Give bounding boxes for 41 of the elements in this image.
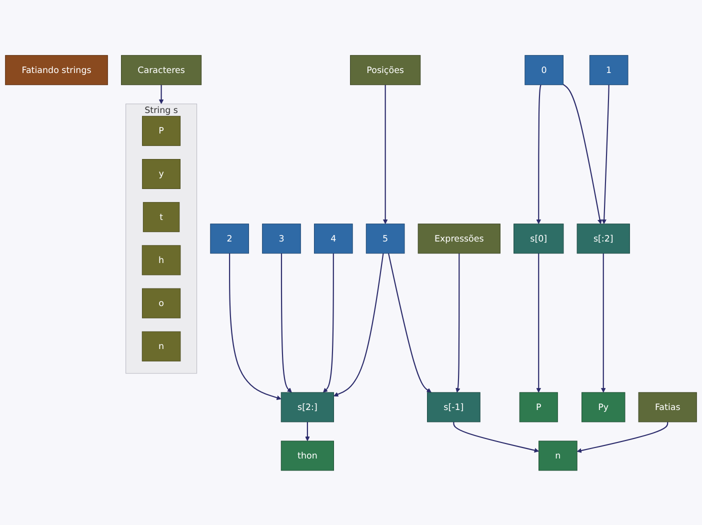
arrow: [562, 84, 602, 224]
node-box: t: [142, 202, 180, 232]
arrow: [382, 84, 388, 224]
node-box: s[2:]: [280, 392, 334, 422]
node-box: 3: [262, 223, 301, 254]
arrow: [334, 252, 384, 396]
node-box: 2: [210, 223, 249, 254]
node-box: Fatiando strings: [5, 54, 108, 85]
node-box: P: [142, 115, 181, 146]
node-box: Py: [582, 392, 626, 422]
node-box: s[0]: [514, 223, 564, 254]
node-box: 4: [314, 223, 353, 254]
arrow: [322, 252, 334, 392]
arrow: [280, 252, 292, 392]
arrow: [229, 252, 282, 400]
arrow: [536, 84, 542, 224]
arrow: [456, 252, 460, 392]
node-box: n: [538, 440, 578, 470]
node-box: h: [142, 244, 181, 275]
arrow: [388, 252, 432, 392]
arrow: [158, 84, 164, 104]
node-box: Fatias: [638, 392, 697, 422]
arrow: [600, 252, 606, 392]
node-box: thon: [280, 440, 334, 470]
node-box: P: [519, 392, 558, 422]
node-box: 0: [524, 54, 564, 85]
node-box: s[:2]: [576, 223, 630, 254]
node-box: 1: [589, 54, 628, 85]
node-box: y: [142, 158, 180, 189]
node-box: Posições: [350, 54, 421, 85]
node-box: 5: [366, 223, 405, 254]
node-box: o: [142, 288, 181, 318]
node-box: Expressões: [418, 223, 500, 254]
arrow: [305, 422, 310, 441]
arrow: [576, 422, 668, 452]
node-box: Caracteres: [121, 54, 202, 85]
node-box: s[-1]: [427, 392, 480, 422]
arrow: [453, 422, 539, 452]
arrow: [602, 84, 610, 224]
node-box: n: [142, 330, 181, 361]
arrow: [536, 252, 542, 392]
